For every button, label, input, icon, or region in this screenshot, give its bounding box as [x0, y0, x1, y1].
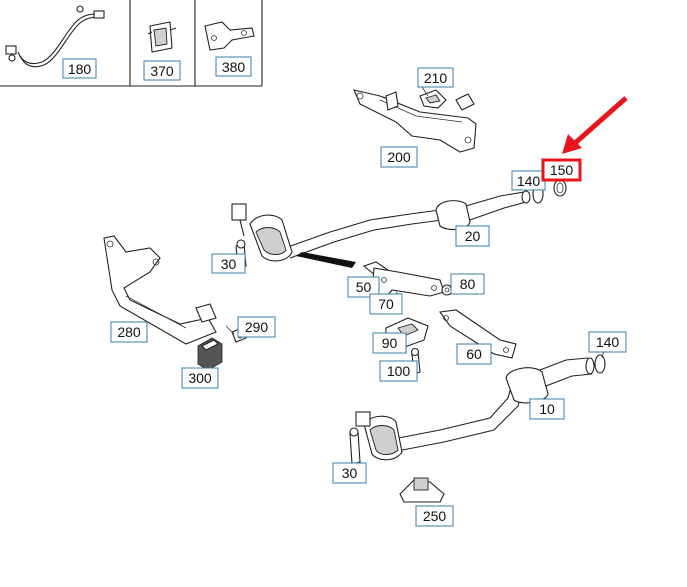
inset-panel — [0, 0, 263, 87]
rubber-mount-300 — [197, 337, 223, 371]
label-text-300: 300 — [188, 370, 212, 386]
label-text-380: 380 — [222, 59, 246, 75]
label-text-80: 80 — [460, 276, 476, 292]
label-text-290: 290 — [245, 319, 269, 335]
label-text-70: 70 — [378, 296, 394, 312]
label-text-140-lower: 140 — [596, 334, 620, 350]
label-text-140-upper: 140 — [517, 173, 541, 189]
clip-370 — [147, 21, 177, 53]
label-text-20: 20 — [465, 228, 481, 244]
bracket-60 — [439, 309, 517, 359]
exhaust-pipe-10 — [387, 357, 595, 453]
label-50: 50 — [347, 276, 380, 298]
oxygen-sensor-180 — [5, 5, 105, 68]
label-text-210: 210 — [424, 70, 448, 86]
label-text-10: 10 — [539, 401, 555, 417]
label-text-280: 280 — [117, 324, 141, 340]
arrow-indicator-black — [296, 252, 356, 268]
hanger-250 — [399, 477, 445, 503]
label-290: 290 — [237, 316, 276, 338]
label-140-upper: 140 — [511, 170, 546, 191]
clip-210 — [419, 89, 475, 111]
bracket-200 — [353, 89, 477, 153]
label-text-370: 370 — [150, 63, 174, 79]
label-250: 250 — [415, 505, 454, 527]
label-90: 90 — [372, 332, 407, 354]
label-text-50: 50 — [356, 279, 372, 295]
catalytic-converter-upper — [231, 203, 293, 262]
label-140-lower: 140 — [588, 331, 627, 353]
label-210: 210 — [417, 67, 454, 88]
label-100: 100 — [379, 360, 418, 382]
label-text-30-upper: 30 — [221, 256, 237, 272]
label-180: 180 — [62, 58, 97, 79]
clamp-150 — [553, 179, 567, 197]
label-200: 200 — [380, 146, 418, 168]
clamp-140-lower — [594, 354, 606, 374]
exhaust-pipe-20 — [284, 190, 531, 259]
label-10: 10 — [529, 398, 565, 420]
label-text-180: 180 — [68, 61, 92, 77]
label-text-90: 90 — [382, 335, 398, 351]
label-text-150: 150 — [550, 162, 574, 178]
sensor-30-lower — [349, 427, 361, 465]
label-text-100: 100 — [387, 363, 411, 379]
label-20: 20 — [455, 225, 490, 247]
bracket-380 — [204, 21, 255, 51]
label-150: 150 — [541, 158, 582, 182]
label-300: 300 — [181, 367, 219, 389]
label-60: 60 — [456, 343, 492, 365]
label-70: 70 — [369, 293, 403, 315]
label-text-200: 200 — [387, 149, 411, 165]
label-380: 380 — [215, 56, 252, 77]
label-370: 370 — [143, 60, 181, 81]
label-30-upper: 30 — [211, 253, 246, 274]
label-text-60: 60 — [466, 346, 482, 362]
label-30-lower: 30 — [332, 462, 367, 484]
red-arrow-highlight — [562, 96, 628, 154]
label-text-250: 250 — [423, 508, 447, 524]
bracket-280 — [103, 235, 217, 345]
label-280: 280 — [110, 321, 148, 343]
catalytic-converter-lower — [355, 411, 403, 461]
label-80: 80 — [450, 273, 485, 295]
label-text-30-lower: 30 — [342, 465, 358, 481]
